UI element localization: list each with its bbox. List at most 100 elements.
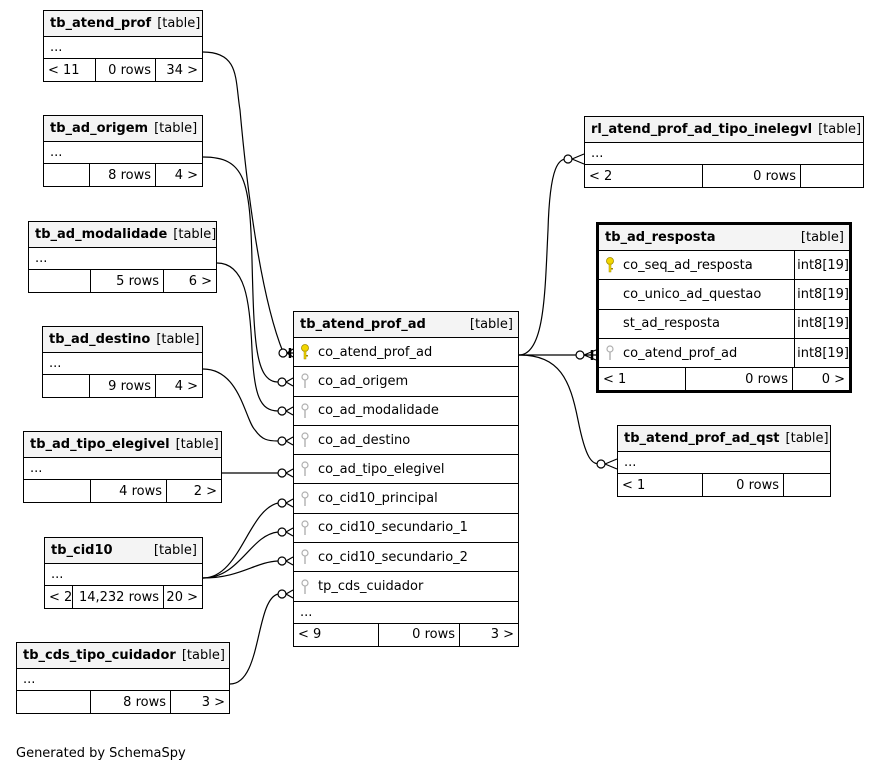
column-row[interactable]: co_atend_prof_ad [294,338,518,368]
column-row[interactable]: co_seq_ad_resposta int8[19] [599,251,849,281]
row-count: 5 rows [91,270,164,292]
parents-count[interactable]: < 1 [618,474,703,496]
edge-cds-tipo-cuidador [229,593,279,685]
column-row[interactable]: co_cid10_secundario_2 [294,543,518,573]
children-count[interactable] [784,474,830,496]
crow-foot [285,406,294,416]
parents-count[interactable]: < 1 [599,368,686,391]
children-count[interactable] [801,165,863,187]
table-kind: [table] [469,317,513,332]
table-body: ... [43,353,202,375]
children-count[interactable]: 6 > [188,273,212,289]
table-tb-atend-prof-ad-qst[interactable]: tb_atend_prof_ad_qst [table] ... < 1 0 r… [617,425,831,497]
column-name: co_atend_prof_ad [623,345,738,361]
table-header: tb_ad_origem [table] [44,116,202,142]
column-row[interactable]: co_ad_origem [294,367,518,397]
children-count[interactable]: 4 > [174,378,198,394]
table-header: tb_atend_prof_ad [table] [294,312,518,338]
table-tb-ad-modalidade[interactable]: tb_ad_modalidade [table] ... 5 rows 6 > [28,221,217,293]
column-row[interactable]: tp_cds_cuidador [294,572,518,602]
column-name: co_atend_prof_ad [318,344,433,360]
column-row[interactable]: co_cid10_principal [294,484,518,514]
table-tb-ad-origem[interactable]: tb_ad_origem [table] ... 8 rows 4 > [43,115,203,187]
foreign-key-icon [294,403,316,419]
children-count[interactable]: 0 > [821,371,845,387]
table-body: ... [17,669,229,691]
foreign-key-icon [294,520,316,536]
column-name: co_ad_modalidade [318,403,439,419]
children-count[interactable]: 2 > [193,483,217,499]
parents-count[interactable] [43,375,90,397]
table-body: ... [618,452,830,474]
parents-count[interactable] [29,270,91,292]
table-footer: 5 rows 6 > [29,270,216,292]
crow-foot [285,498,294,508]
table-kind: [table] [175,437,219,452]
edge-ad-modalidade [216,262,279,412]
foreign-key-icon [294,461,316,477]
table-rl-atend-prof-ad-tipo-inelegvl[interactable]: rl_atend_prof_ad_tipo_inelegvl [table] .… [584,116,864,188]
crow-foot [285,527,294,537]
table-tb-atend-prof[interactable]: tb_atend_prof [table] ... < 11 0 rows 34… [43,10,203,82]
crow-foot [285,589,294,599]
column-row[interactable]: co_ad_destino [294,426,518,456]
column-name: co_cid10_principal [318,491,438,507]
edge-end-circle [563,154,573,164]
table-name: tb_atend_prof_ad [300,317,426,332]
column-row[interactable]: co_atend_prof_ad int8[19] [599,338,849,369]
column-row[interactable]: co_cid10_secundario_1 [294,514,518,544]
column-row[interactable]: co_ad_tipo_elegivel [294,455,518,485]
column-row[interactable]: co_unico_ad_questao int8[19] [599,280,849,310]
table-footer: < 1 0 rows [618,474,830,496]
table-tb-cds-tipo-cuidador[interactable]: tb_cds_tipo_cuidador [table] ... 8 rows … [16,642,230,714]
column-name: co_ad_tipo_elegivel [318,461,445,477]
crow-foot [285,436,294,446]
generated-by-credit: Generated by SchemaSpy [16,746,186,761]
table-kind: [table] [800,230,844,245]
column-row[interactable]: co_ad_modalidade [294,397,518,426]
table-name: tb_cds_tipo_cuidador [23,648,176,663]
column-name: co_cid10_secundario_1 [318,520,468,536]
children-count[interactable]: 20 > [166,589,198,605]
children-count[interactable]: 34 > [166,62,198,78]
column-name: co_ad_destino [318,432,411,448]
parents-count[interactable]: < 2 [585,165,703,187]
edge-end-circle [277,377,287,387]
table-tb-ad-destino[interactable]: tb_ad_destino [table] ... 9 rows 4 > [42,326,203,398]
column-row[interactable]: st_ad_resposta int8[19] [599,309,849,339]
children-count[interactable]: 3 > [490,627,514,643]
crow-foot [285,468,294,478]
edge-end-circle [575,350,585,360]
children-count[interactable]: 3 > [201,694,225,710]
column-name: co_ad_origem [318,373,409,389]
edge-cid10-1 [202,502,279,579]
crow-foot [571,153,585,165]
parents-count[interactable]: < 11 [44,59,96,81]
table-tb-cid10[interactable]: tb_cid10 [table] ... < 2 14,232 rows 20 … [44,537,203,609]
row-count: 0 rows [686,368,793,391]
table-header: rl_atend_prof_ad_tipo_inelegvl [table] [585,117,863,143]
parents-count[interactable] [17,691,91,713]
edge-end-circle [277,406,287,416]
table-kind: [table] [785,431,829,446]
edge-end-circle [277,527,287,537]
edge-end-circle [277,468,287,478]
edge-ad-origem [202,156,279,383]
table-tb-ad-resposta[interactable]: tb_ad_resposta [table] co_seq_ad_respost… [596,222,852,394]
column-type: int8[19] [794,309,849,338]
children-count[interactable]: 4 > [174,167,198,183]
table-tb-atend-prof-ad[interactable]: tb_atend_prof_ad [table] co_atend_prof_a… [293,311,519,647]
row-count: 4 rows [91,480,167,502]
edge-ad-destino [202,368,279,442]
edge-atend-prof [202,51,284,353]
parents-count[interactable]: < 2 [45,586,73,608]
table-kind: [table] [181,648,225,663]
column-name: co_seq_ad_resposta [623,257,753,273]
column-name: co_unico_ad_questao [623,286,762,302]
parents-count[interactable] [44,164,90,186]
table-body: ... [29,248,216,270]
parents-count[interactable]: < 9 [294,623,379,646]
row-count: 8 rows [91,691,171,713]
table-tb-ad-tipo-elegivel[interactable]: tb_ad_tipo_elegivel [table] ... 4 rows 2… [23,431,222,503]
parents-count[interactable] [24,480,91,502]
